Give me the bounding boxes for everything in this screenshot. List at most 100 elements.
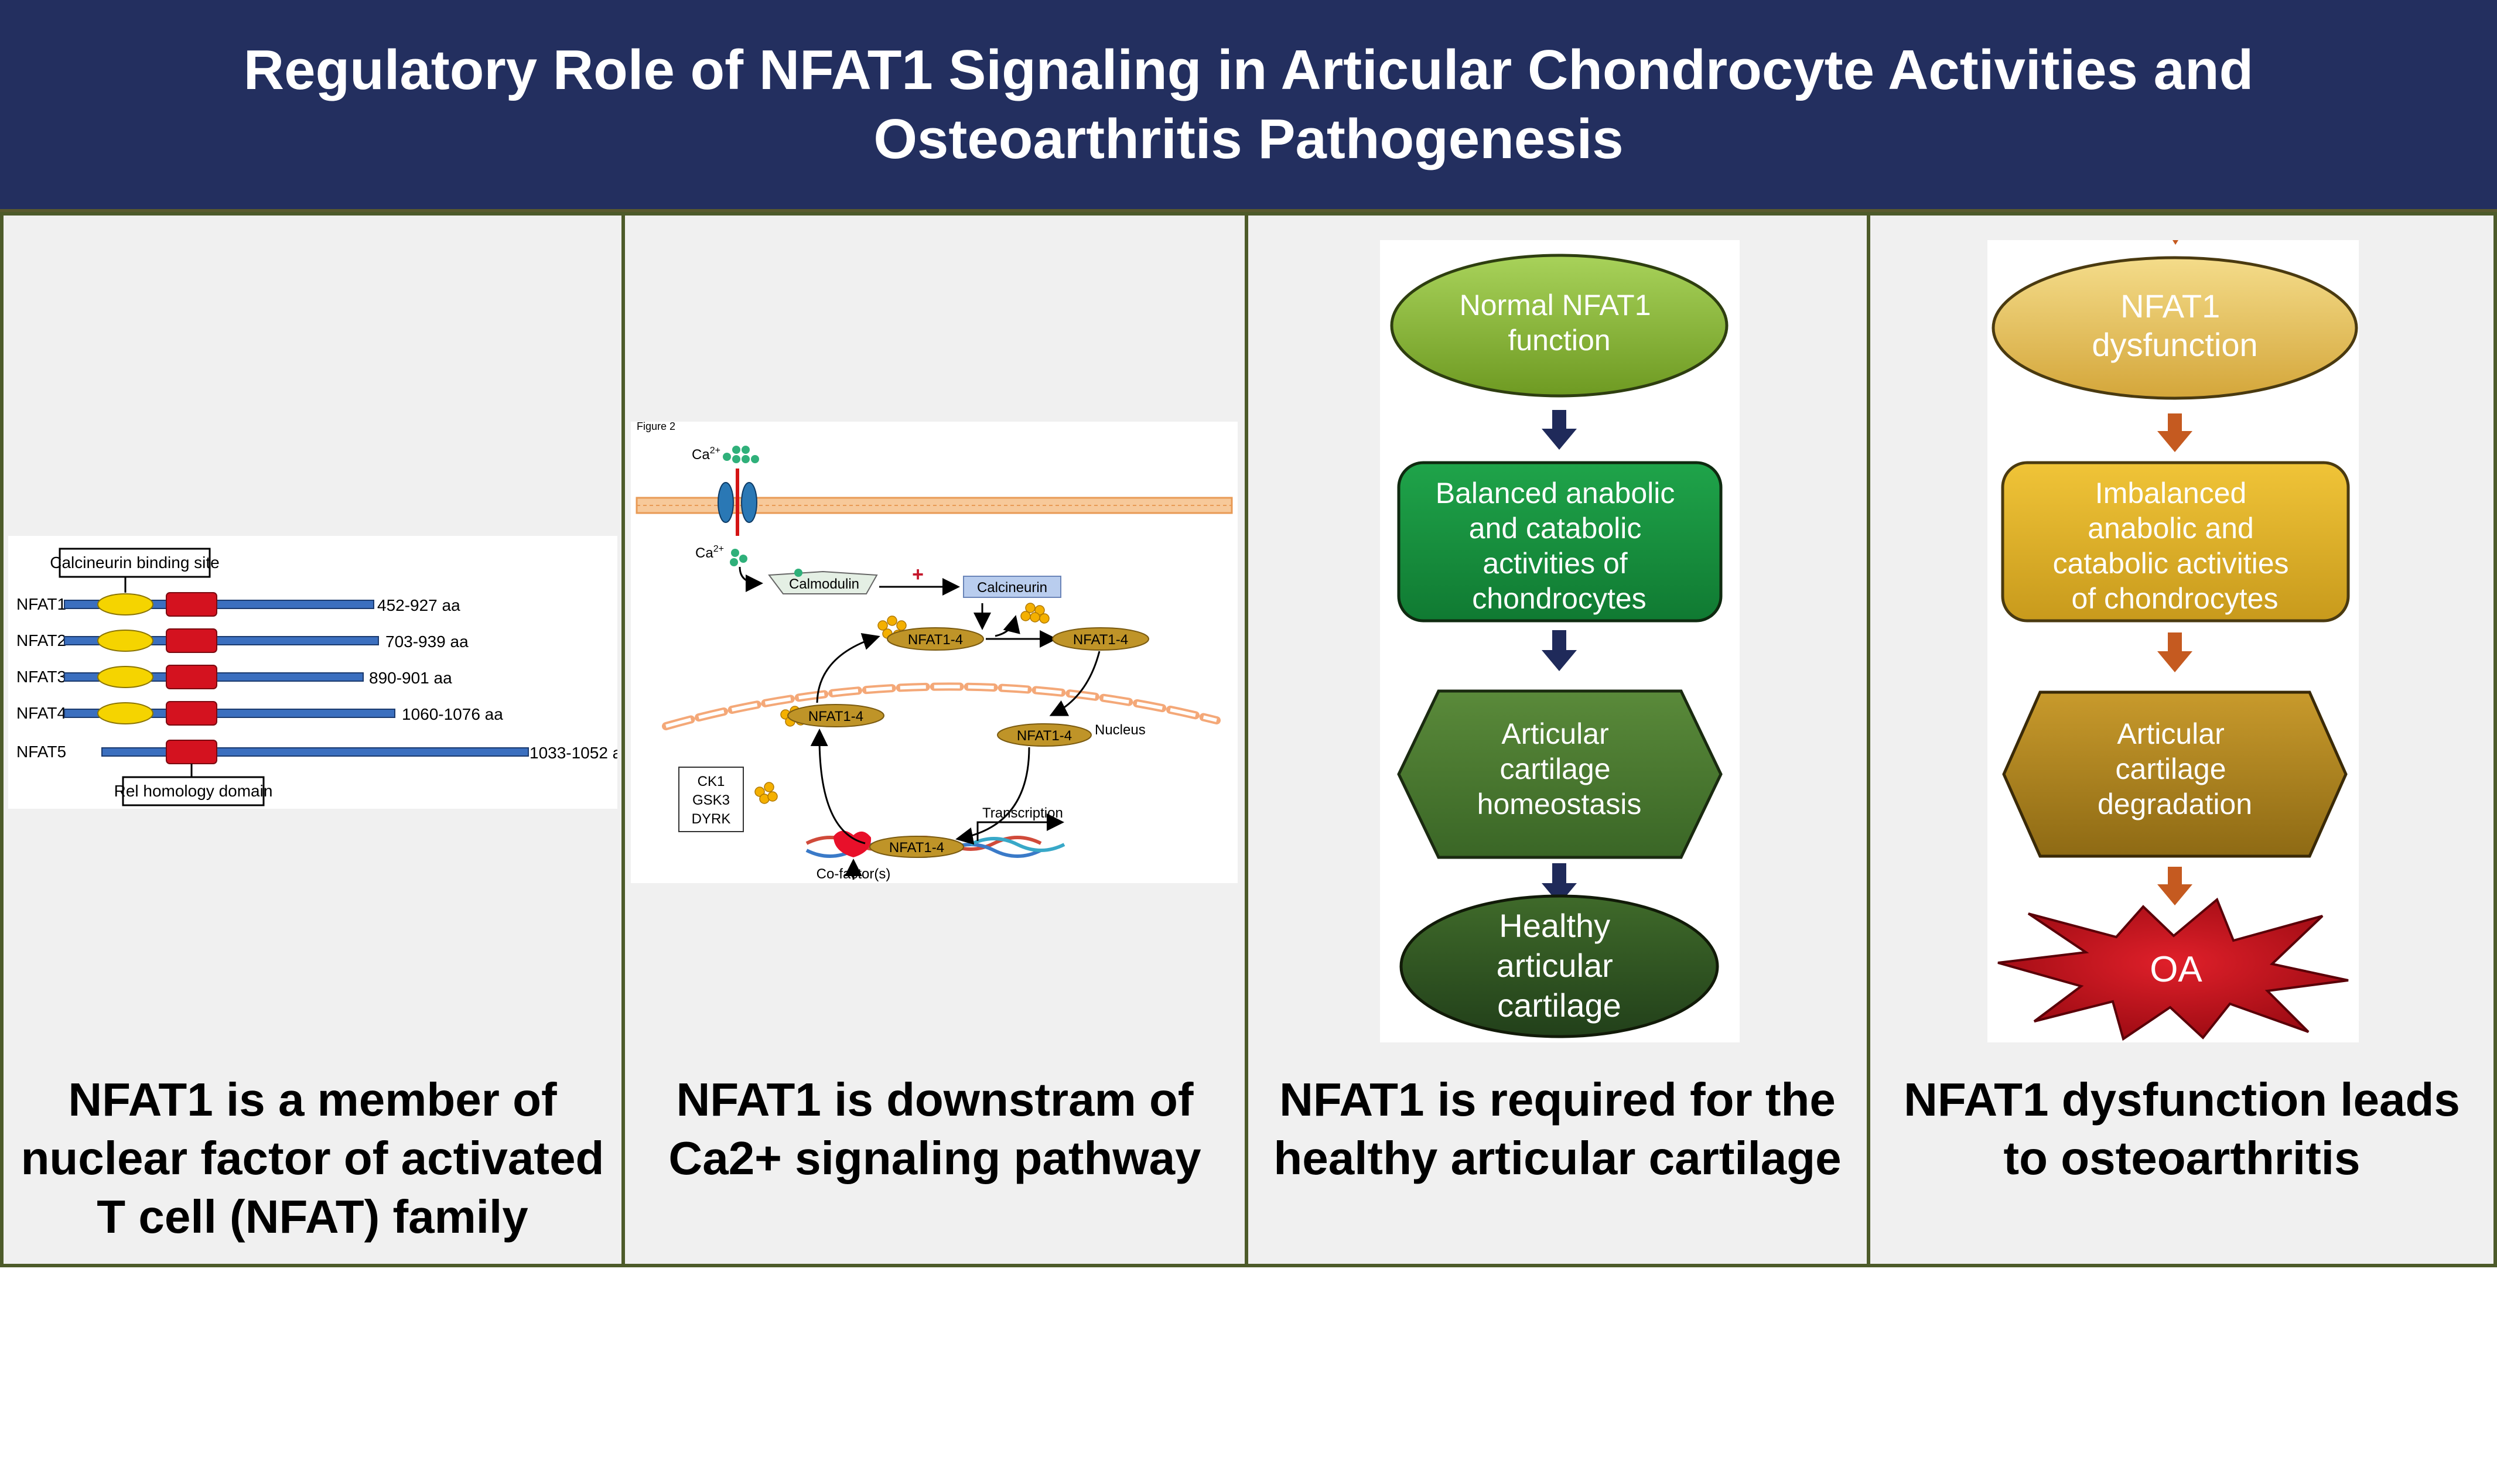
balanced-activities-node (1397, 461, 1723, 623)
nfat1-calcineurin-domain (97, 593, 153, 616)
nfat-label-3: NFAT1-4 (1017, 728, 1072, 744)
healthy-cartilage-text: Healthy articular cartilage (1497, 907, 1622, 1024)
caption-panel-2-line-2: Ca2+ signaling pathway (668, 1132, 1201, 1184)
callout-calcineurin-binding-site: Calcineurin binding site (50, 553, 220, 572)
nfat-label-1: NFAT1-4 (908, 632, 963, 648)
nfat-nucleus-exported (787, 704, 884, 727)
nfat-cytoplasm-phosphorylated (887, 627, 984, 651)
row-label-nfat5: NFAT5 (16, 743, 66, 761)
balanced-activities-text: Balanced anabolic and catabolic activiti… (1436, 477, 1683, 615)
row-range-nfat3: 890-901 aa (369, 669, 452, 687)
calcium-ions-top (723, 446, 759, 463)
domain-structure-figure: Calcineurin binding site NFAT1 452-927 a… (8, 536, 617, 809)
caption-panel-2-line-1: NFAT1 is downstram of (676, 1073, 1194, 1126)
figure-label: Figure 2 (637, 422, 675, 432)
row-range-nfat2: 703-939 aa (385, 632, 469, 651)
nfat3-calcineurin-domain (97, 666, 153, 688)
row-range-nfat1: 452-927 aa (377, 596, 460, 614)
nfat3-rel-domain (166, 665, 217, 689)
nfat-label-4: NFAT1-4 (808, 709, 863, 724)
nfat1-dysfunction-text: NFAT1 dysfunction (2092, 288, 2257, 363)
row-label-nfat3: NFAT3 (16, 668, 66, 686)
nfat-label-2: NFAT1-4 (1073, 632, 1128, 648)
title-bar: Regulatory Role of NFAT1 Signaling in Ar… (0, 0, 2497, 212)
imbalanced-activities-text: Imbalanced anabolic and catabolic activi… (2053, 477, 2297, 615)
row-label-nfat1: NFAT1 (16, 595, 66, 613)
caption-panel-1-line-1: NFAT1 is a member of (68, 1073, 557, 1126)
caption-panel-3-line-2: healthy articular cartilage (1273, 1132, 1842, 1184)
nfat-nucleus (997, 723, 1092, 747)
nfat2-rel-domain (166, 628, 217, 653)
nfat1-dysfunction-node (1992, 256, 2358, 400)
caption-panel-4-line-1: NFAT1 dysfunction leads (1904, 1073, 2460, 1126)
panel-osteoarthritis: NFAT1 dysfunction Imbalanced anabolic an… (1867, 212, 2497, 1267)
normal-nfat1-node (1390, 254, 1729, 398)
oa-burst-node (1997, 897, 2349, 1041)
caption-panel-2: NFAT1 is downstram of Ca2+ signaling pat… (625, 1071, 1245, 1188)
caption-panel-3: NFAT1 is required for the healthy articu… (1248, 1071, 1867, 1188)
panel-healthy-cartilage: Normal NFAT1 function Balanced anabolic … (1245, 212, 1870, 1267)
nfat4-calcineurin-domain (97, 702, 153, 724)
row-range-nfat5: 1033-1052 aa (530, 744, 617, 762)
kinase-ck1: CK1 (698, 774, 725, 789)
page-title-line-2: Osteoarthritis Pathogenesis (873, 107, 1624, 170)
row-label-nfat4: NFAT4 (16, 704, 66, 722)
oa-label: OA (2150, 949, 2202, 990)
oa-flow-svg: NFAT1 dysfunction Imbalanced anabolic an… (1992, 240, 2358, 1041)
panel-nfat-family: Calcineurin binding site NFAT1 452-927 a… (0, 212, 625, 1267)
cofactor-label: Co-factor(s) (817, 866, 891, 882)
domain-structure-svg: Calcineurin binding site NFAT1 452-927 a… (16, 548, 617, 806)
transcription-label: Transcription (982, 805, 1063, 821)
row-range-nfat4: 1060-1076 aa (402, 705, 503, 723)
nfat-label-5: NFAT1-4 (889, 840, 944, 856)
calcineurin-box (963, 576, 1061, 598)
healthy-flow-figure: Normal NFAT1 function Balanced anabolic … (1380, 240, 1740, 1042)
caption-panel-1-line-3: T cell (NFAT) family (97, 1191, 528, 1243)
phosphate-cluster-released (1020, 603, 1050, 624)
kinase-gsk3: GSK3 (692, 792, 730, 808)
down-arrow-icon (1542, 630, 1577, 671)
calmodulin-shape (768, 570, 878, 594)
down-arrow-icon (2157, 632, 2192, 672)
down-arrow-icon (1542, 863, 1577, 904)
nfat2-calcineurin-domain (97, 630, 153, 652)
nfat-dna-bound (869, 836, 964, 858)
page-title-line-1: Regulatory Role of NFAT1 Signaling in Ar… (243, 38, 2254, 101)
normal-nfat1-text: Normal NFAT1 function (1460, 289, 1659, 357)
down-arrow-icon (2157, 413, 2192, 452)
phosphate-cluster-kinase (754, 782, 778, 804)
cartilage-degradation-text: Articular cartilage degradation (2098, 717, 2252, 820)
nfat5-rel-domain (166, 740, 217, 764)
healthy-cartilage-node (1399, 894, 1719, 1038)
callout-rel-homology-domain: Rel homology domain (114, 782, 273, 800)
ca-label-top: Ca2+ (692, 446, 720, 463)
cartilage-homeostasis-text: Articular cartilage homeostasis (1477, 717, 1642, 820)
caption-panel-4-line-2: to osteoarthritis (2003, 1132, 2361, 1184)
nfat1-rel-domain (166, 592, 217, 617)
cofactor-shape (834, 830, 872, 857)
small-arrow-icon (2173, 240, 2178, 245)
caption-panel-4: NFAT1 dysfunction leads to osteoarthriti… (1870, 1071, 2493, 1188)
kinase-box (678, 767, 744, 832)
kinase-dyrk: DYRK (692, 811, 731, 827)
healthy-flow-svg: Normal NFAT1 function Balanced anabolic … (1390, 254, 1729, 1038)
imbalanced-activities-node (2001, 461, 2350, 623)
nfat4-rel-domain (166, 701, 217, 726)
ca-label-bottom: Ca2+ (695, 544, 724, 561)
panel-calcium-signaling: Figure 2 Ca2+ Ca2+ Calmodulin (621, 212, 1248, 1267)
cartilage-homeostasis-node (1397, 689, 1723, 859)
down-arrow-icon (2157, 867, 2192, 905)
calmodulin-label: Calmodulin (789, 576, 859, 592)
down-arrow-icon (1542, 410, 1577, 450)
oa-flow-figure: NFAT1 dysfunction Imbalanced anabolic an… (1987, 240, 2359, 1042)
calcineurin-label: Calcineurin (977, 580, 1047, 596)
caption-panel-3-line-1: NFAT1 is required for the (1279, 1073, 1836, 1126)
caption-panel-1: NFAT1 is a member of nuclear factor of a… (4, 1071, 621, 1246)
calcium-channel-icon (718, 469, 757, 536)
plus-icon: + (912, 563, 924, 586)
signaling-pathway-figure: Figure 2 Ca2+ Ca2+ Calmodulin (631, 422, 1238, 883)
cartilage-degradation-node (2002, 690, 2348, 858)
calcium-ions-bottom (730, 549, 747, 566)
caption-panel-1-line-2: nuclear factor of activated (21, 1132, 604, 1184)
row-label-nfat2: NFAT2 (16, 631, 66, 649)
